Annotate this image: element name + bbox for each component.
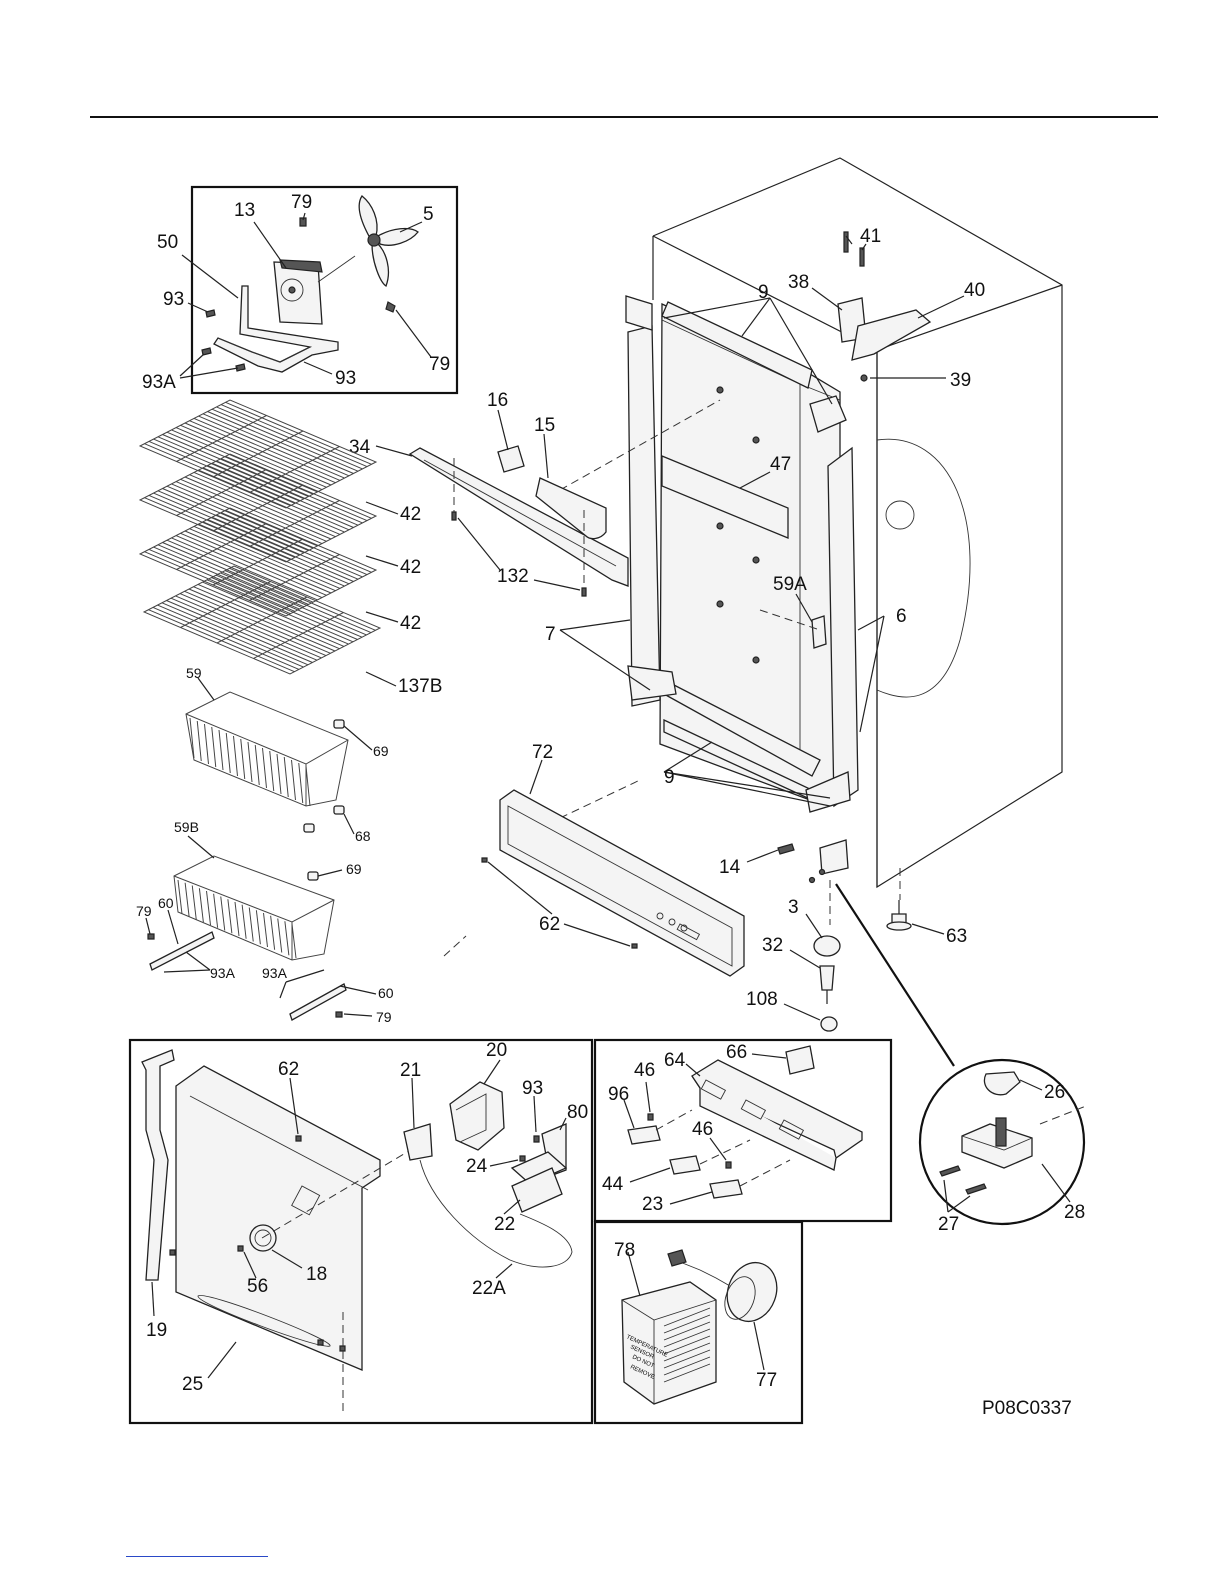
callout-46: 46 xyxy=(692,1119,713,1140)
callout-93A: 93A xyxy=(262,965,288,981)
evaporator-parts: 16 15 34 132 xyxy=(349,390,628,596)
fan-motor-inset: 13 79 5 50 93 79 93A 93 xyxy=(142,187,457,393)
callout-28: 28 xyxy=(1064,1202,1085,1223)
callout-96: 96 xyxy=(608,1084,629,1105)
callout-24: 24 xyxy=(466,1156,488,1177)
callout-32: 32 xyxy=(762,935,783,956)
callout-77: 77 xyxy=(756,1370,777,1391)
control-housing-inset: 66 46 64 96 46 44 23 xyxy=(595,1040,891,1221)
callout-21: 21 xyxy=(400,1060,421,1081)
callout-42: 42 xyxy=(400,504,421,525)
wire-shelf xyxy=(140,454,376,562)
wire-shelf xyxy=(140,400,376,508)
callout-93: 93 xyxy=(522,1078,543,1099)
callout-13: 13 xyxy=(234,200,255,221)
callout-62: 62 xyxy=(539,914,560,935)
callout-63: 63 xyxy=(946,926,967,947)
callout-5: 5 xyxy=(423,204,434,225)
callout-132: 132 xyxy=(497,566,529,587)
callout-6: 6 xyxy=(896,606,907,627)
callout-69: 69 xyxy=(346,861,362,877)
callout-3: 3 xyxy=(788,897,799,918)
callout-42: 42 xyxy=(400,557,421,578)
callout-93: 93 xyxy=(163,289,184,310)
callout-59B: 59B xyxy=(174,819,199,835)
callout-47: 47 xyxy=(770,454,791,475)
callout-16: 16 xyxy=(487,390,508,411)
callout-93: 93 xyxy=(335,368,356,389)
callout-79: 79 xyxy=(429,354,450,375)
callout-93A: 93A xyxy=(142,372,176,393)
callout-41: 41 xyxy=(860,226,881,247)
callout-38: 38 xyxy=(788,272,809,293)
callout-78: 78 xyxy=(614,1240,635,1261)
callout-50: 50 xyxy=(157,232,178,253)
back-panel-inset: 20 62 21 93 80 24 22 22A 18 56 19 25 xyxy=(130,1040,592,1423)
callout-20: 20 xyxy=(486,1040,507,1061)
callout-19: 19 xyxy=(146,1320,167,1341)
callout-9: 9 xyxy=(758,282,769,303)
callout-39: 39 xyxy=(950,370,971,391)
callout-23: 23 xyxy=(642,1194,663,1215)
callout-93A: 93A xyxy=(210,965,236,981)
callout-46: 46 xyxy=(634,1060,655,1081)
callout-137B: 137B xyxy=(398,676,442,697)
callout-79: 79 xyxy=(136,903,152,919)
callout-15: 15 xyxy=(534,415,555,436)
callout-44: 44 xyxy=(602,1174,624,1195)
callout-64: 64 xyxy=(664,1050,686,1071)
callout-18: 18 xyxy=(306,1264,327,1285)
callout-22: 22 xyxy=(494,1214,515,1235)
callout-14: 14 xyxy=(719,857,741,878)
callout-60: 60 xyxy=(378,985,394,1001)
callout-66: 66 xyxy=(726,1042,747,1063)
callout-79: 79 xyxy=(291,192,312,213)
callout-108: 108 xyxy=(746,989,778,1010)
callout-59: 59 xyxy=(186,665,202,681)
callout-25: 25 xyxy=(182,1374,203,1395)
callout-72: 72 xyxy=(532,742,553,763)
callout-56: 56 xyxy=(247,1276,268,1297)
callout-60: 60 xyxy=(158,895,174,911)
callout-9: 9 xyxy=(664,767,675,788)
callout-22A: 22A xyxy=(472,1278,506,1299)
callout-80: 80 xyxy=(567,1102,588,1123)
drawing-id: P08C0337 xyxy=(982,1398,1072,1419)
callout-79: 79 xyxy=(376,1009,392,1025)
footer-link-underline[interactable] xyxy=(126,1556,268,1557)
callout-59A: 59A xyxy=(773,574,807,595)
toe-grille: 72 62 xyxy=(482,742,744,976)
callout-26: 26 xyxy=(1044,1082,1065,1103)
callout-42: 42 xyxy=(400,613,421,634)
wire-shelves: 42 42 42 137B xyxy=(140,400,442,697)
callout-68: 68 xyxy=(355,828,371,844)
callout-69: 69 xyxy=(373,743,389,759)
callout-62: 62 xyxy=(278,1059,299,1080)
freezer-cabinet: 41 38 40 39 9 47 59A 6 7 9 14 3 32 108 6… xyxy=(444,158,1062,1031)
callout-7: 7 xyxy=(545,624,556,645)
wire-baskets: 59 69 68 59B 69 79 60 93A 93A 60 79 xyxy=(136,665,394,1025)
temperature-sensor-inset: TEMPERATURE SENSOR DO NOT REMOVE 78 77 xyxy=(595,1222,802,1423)
callout-27: 27 xyxy=(938,1214,959,1235)
callout-40: 40 xyxy=(964,280,985,301)
